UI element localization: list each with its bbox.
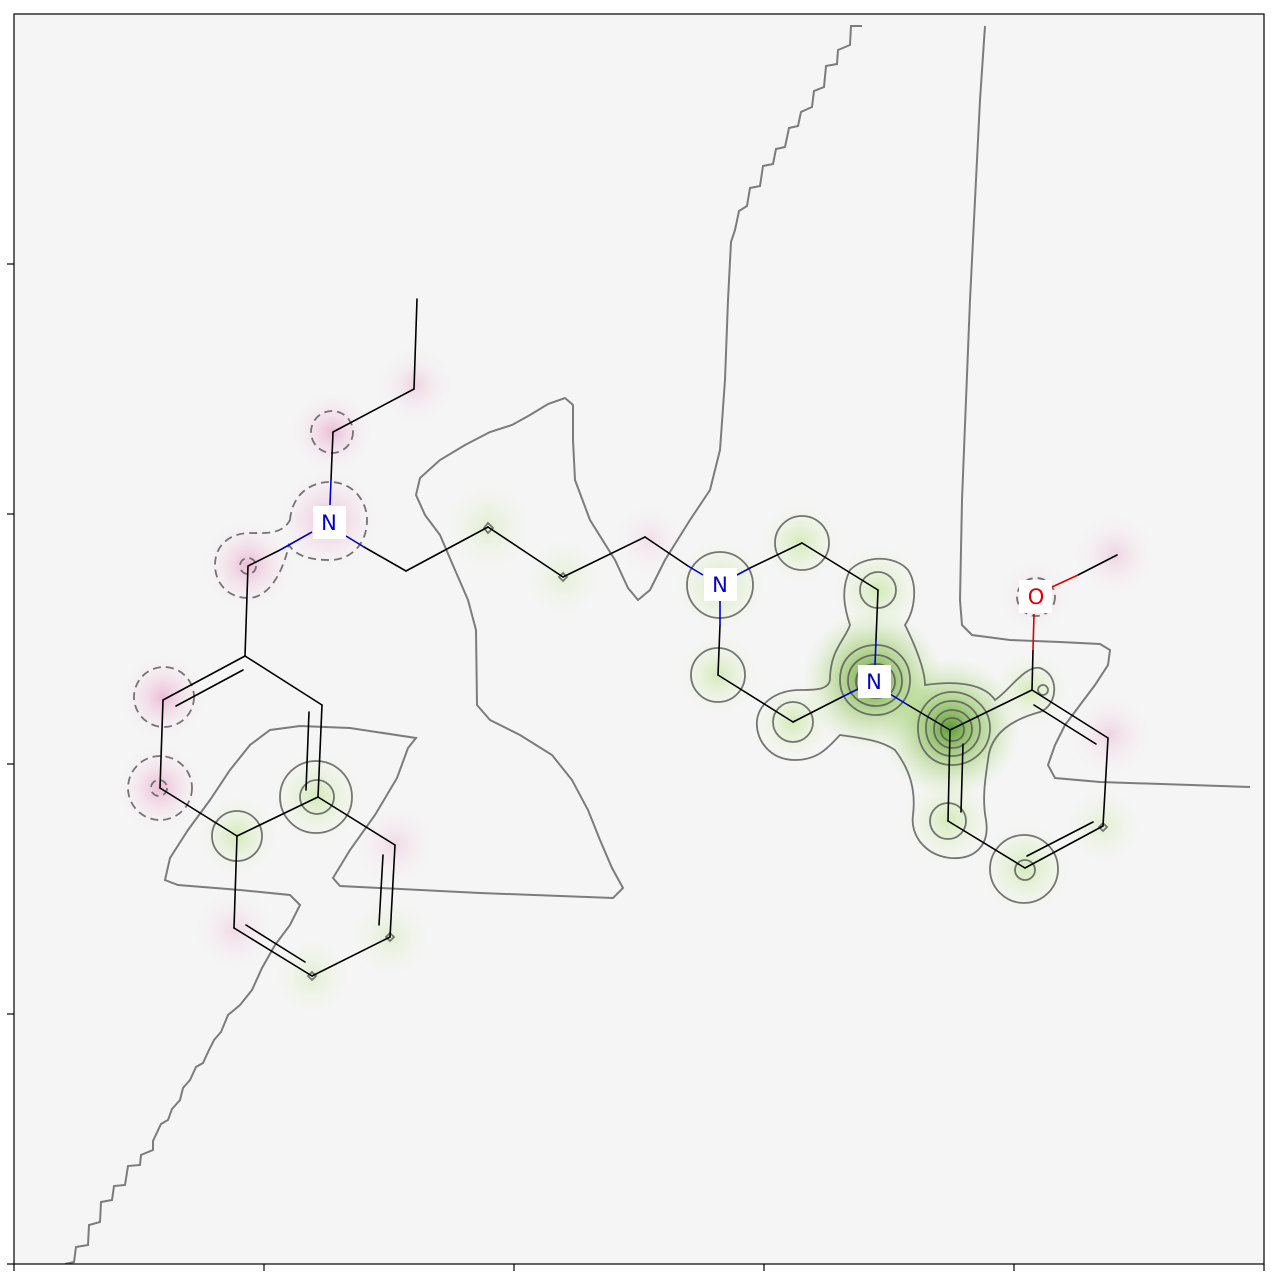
piperazine-nitrogen-2-label: N — [858, 665, 891, 698]
hetero-bonds — [247, 479, 1079, 706]
plot-frame — [13, 13, 1265, 1265]
n-piperazine-2-text: N — [866, 670, 882, 694]
o-methoxy-text: O — [1028, 585, 1045, 609]
positive-contour-lines — [211, 515, 1109, 982]
methoxy-oxygen-label: O — [1019, 580, 1052, 613]
n-piperazine-1-text: N — [712, 573, 728, 597]
zero-contour-lines — [64, 25, 1251, 1264]
atom-labels: N N N O — [313, 506, 1052, 698]
molecule-bonds — [159, 298, 1118, 977]
n-amine-text: N — [321, 511, 337, 535]
axis-ticks — [7, 263, 1265, 1271]
plot-background — [14, 14, 1264, 1264]
amine-nitrogen-label: N — [313, 506, 346, 539]
piperazine-nitrogen-1-label: N — [704, 568, 737, 601]
